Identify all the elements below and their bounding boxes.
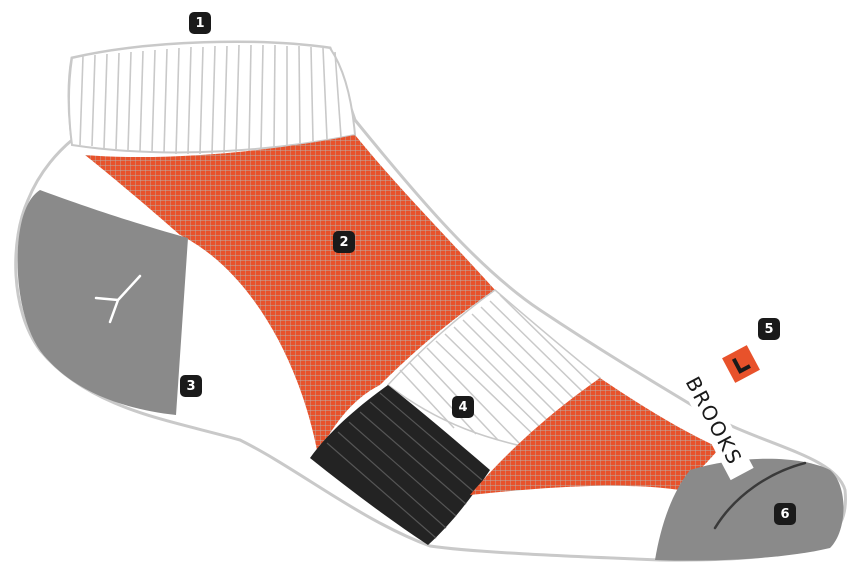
marker-3: 3 bbox=[180, 375, 202, 397]
marker-1: 1 bbox=[189, 12, 211, 34]
marker-4: 4 bbox=[452, 396, 474, 418]
marker-2: 2 bbox=[333, 231, 355, 253]
marker-6: 6 bbox=[774, 503, 796, 525]
logo-square bbox=[722, 345, 760, 383]
marker-5: 5 bbox=[758, 318, 780, 340]
